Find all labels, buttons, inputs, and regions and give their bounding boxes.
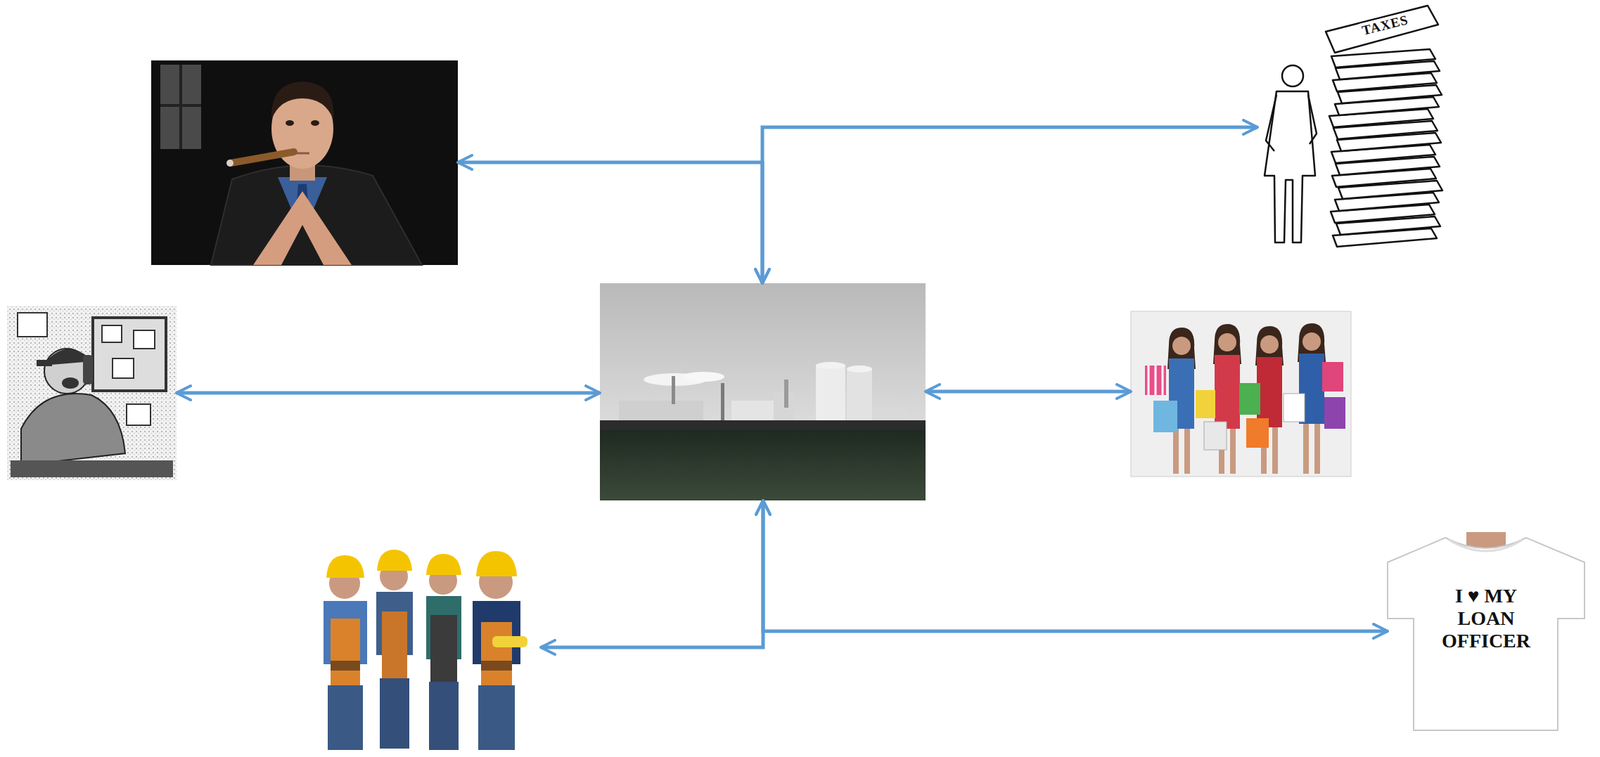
phone-caller-sketch (7, 305, 177, 481)
flow-arrow (540, 500, 764, 648)
flow-arrow (925, 390, 1131, 394)
taxes-sketch (1264, 5, 1443, 247)
picture-text: TAXES (1358, 11, 1412, 40)
factory-node (599, 283, 926, 501)
loan-officer-node: I ♥ MY LOAN OFFICER (1387, 532, 1585, 731)
taxes-node: TAXES (1257, 4, 1448, 251)
picture-text: I ♥ MY LOAN OFFICER (1429, 585, 1543, 654)
tshirt-photo (1387, 532, 1585, 731)
shoppers-node (1130, 311, 1352, 477)
flow-arrow (762, 127, 1258, 284)
shoppers-photo (1130, 311, 1352, 477)
businessman-node (151, 60, 458, 266)
businessman-photo (151, 60, 458, 266)
flow-arrow (457, 162, 763, 284)
phone-caller-node (7, 305, 177, 481)
workers-photo (323, 549, 528, 751)
factory-photo (599, 283, 926, 501)
workers-node (305, 540, 541, 754)
flow-arrow (176, 391, 600, 396)
flow-arrow (763, 500, 1388, 632)
